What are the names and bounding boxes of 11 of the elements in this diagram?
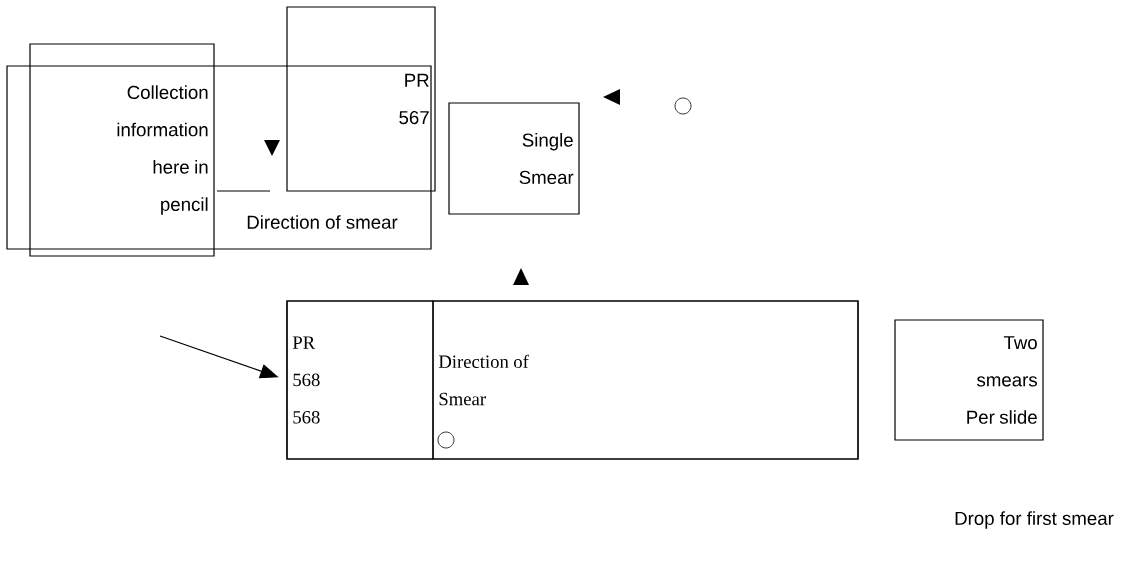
- drop-circle: [437, 431, 455, 449]
- text-label: Drop for first smear: [955, 511, 1114, 529]
- slide-box: [6, 65, 432, 250]
- text-box: Direction of Smear: [432, 300, 859, 460]
- text-box: PR 567: [286, 6, 436, 192]
- text-box: Collection information here in pencil: [29, 43, 215, 257]
- text-box: Single Smear: [448, 102, 580, 215]
- drop-circle: [674, 97, 692, 115]
- text-box: Two smears Per slide: [894, 319, 1044, 441]
- text-label: Direction of smear: [247, 215, 398, 229]
- text-box: PR 568 568: [286, 300, 434, 460]
